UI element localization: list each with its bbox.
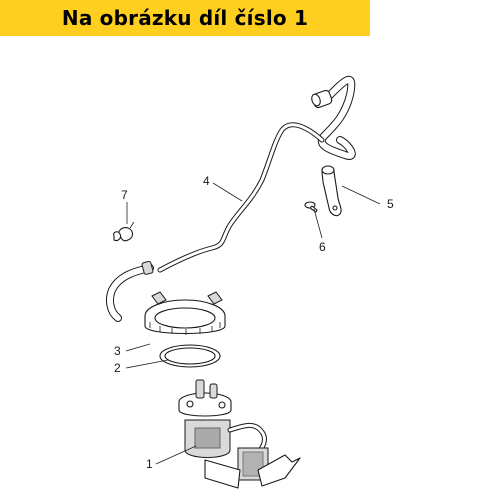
- part-number-banner: Na obrázku díl číslo 1: [0, 0, 370, 36]
- part-7-clip: [113, 221, 135, 242]
- callout-7: 7: [121, 188, 128, 224]
- part-5-bracket: [321, 165, 342, 217]
- callout-3: 3: [114, 343, 151, 358]
- callout-number-1: 1: [146, 457, 153, 471]
- callout-number-6: 6: [319, 240, 326, 254]
- callout-number-3: 3: [114, 344, 121, 358]
- part-3-lock-ring: [144, 291, 226, 335]
- part-6-screw: [304, 201, 318, 213]
- callout-1: 1: [146, 445, 197, 471]
- callout-6: 6: [313, 208, 326, 254]
- part-2-gasket: [159, 344, 221, 368]
- callout-number-4: 4: [203, 174, 210, 188]
- part-4-fuel-line: [106, 76, 356, 322]
- callout-number-5: 5: [387, 197, 394, 211]
- callout-number-7: 7: [121, 188, 128, 202]
- callout-5: 5: [341, 185, 394, 211]
- callout-2: 2: [114, 359, 169, 375]
- callout-4: 4: [203, 174, 243, 202]
- part-1-fuel-pump: [178, 379, 301, 489]
- callout-number-2: 2: [114, 361, 121, 375]
- banner-title: Na obrázku díl číslo 1: [61, 6, 309, 30]
